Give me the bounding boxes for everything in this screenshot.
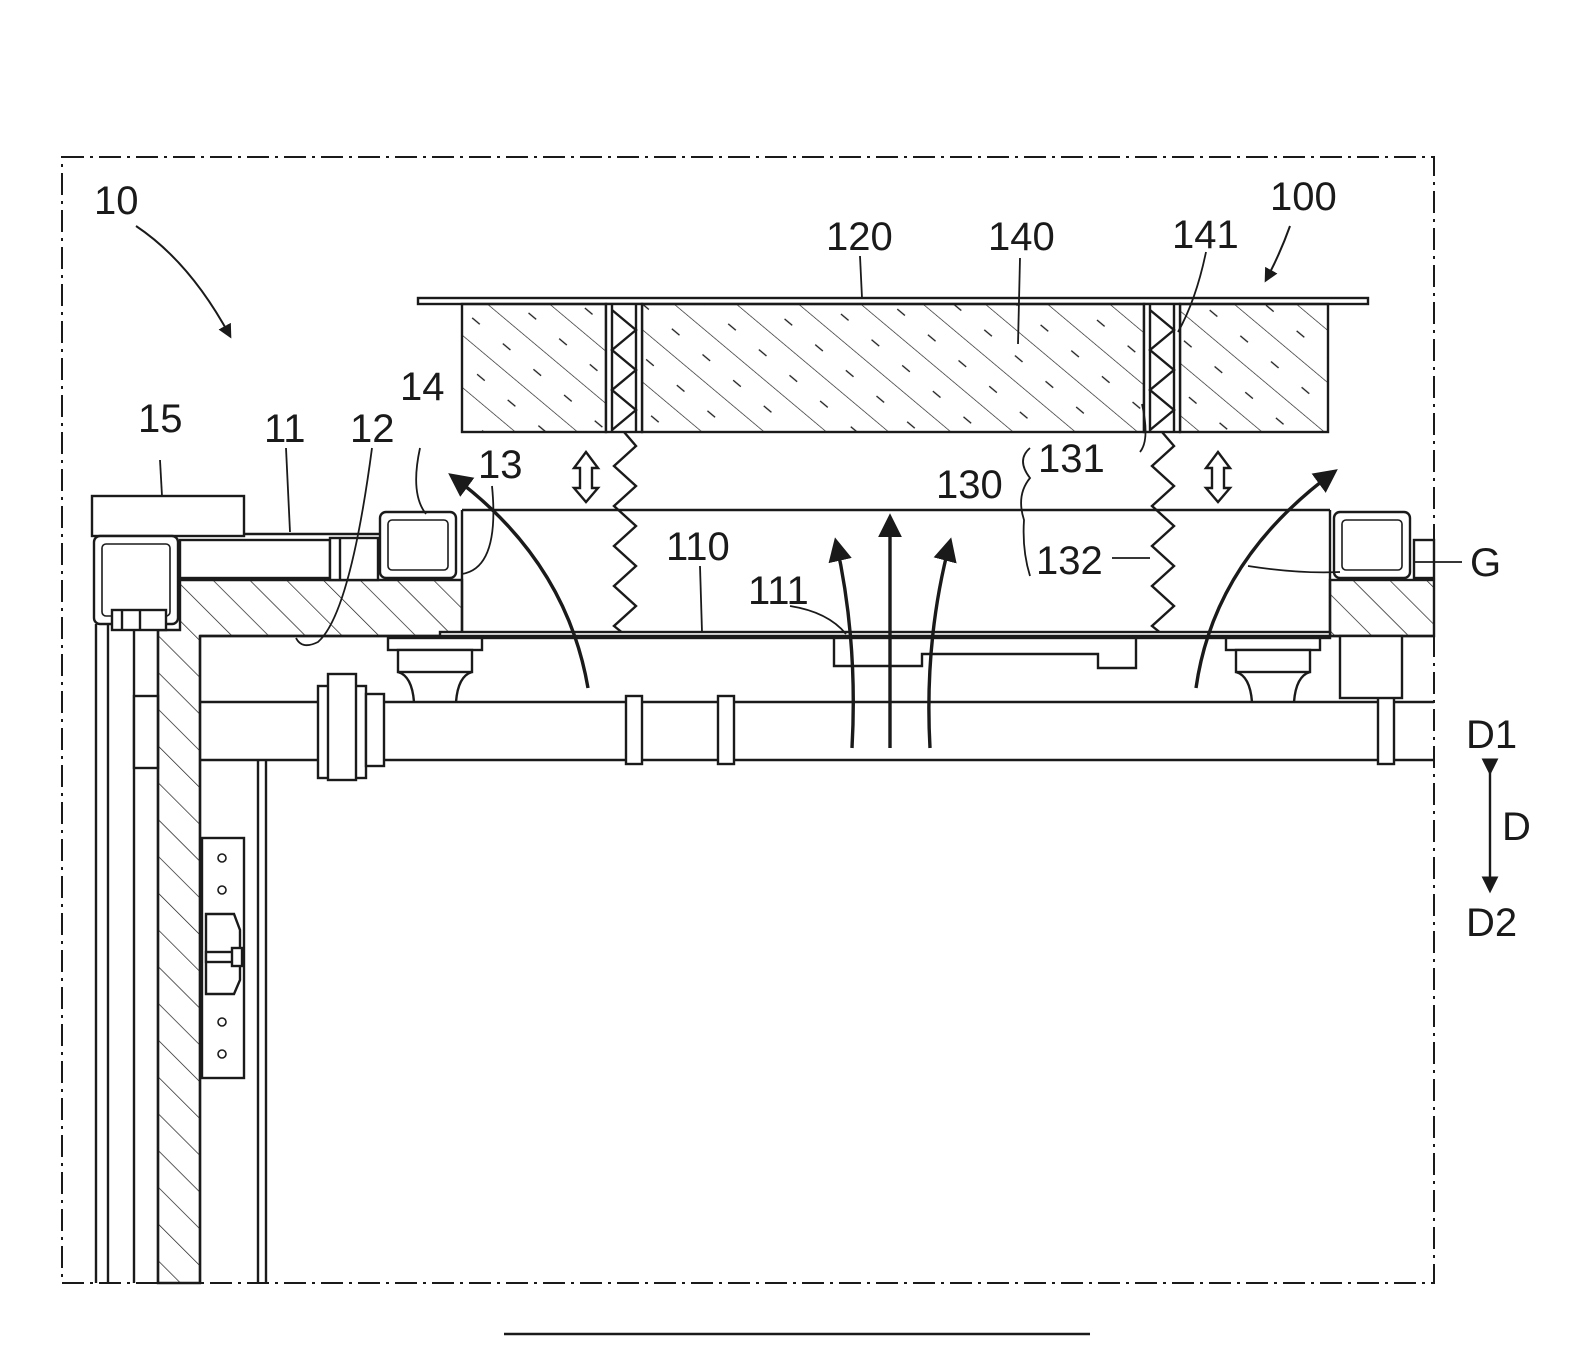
top-module [418, 298, 1368, 432]
duct-11 [180, 540, 330, 578]
label-132: 132 [1036, 539, 1103, 583]
body-140-left [462, 304, 606, 432]
foot-right [1226, 638, 1320, 702]
label-100: 100 [1270, 175, 1337, 219]
airflow-center-left [836, 542, 853, 748]
pipe-clamp-3 [1378, 696, 1394, 764]
spring-left [614, 432, 636, 634]
body-140-right [1180, 304, 1328, 432]
airflow-center-right [929, 542, 950, 748]
label-141: 141 [1172, 213, 1239, 257]
label-140: 140 [988, 215, 1055, 259]
pipe-clamp-2 [718, 696, 734, 764]
move-arrow-left [574, 452, 598, 502]
label-10: 10 [94, 179, 139, 223]
label-131: 131 [1038, 437, 1105, 481]
coupling-12 [330, 538, 378, 580]
move-arrow-right [1206, 452, 1230, 502]
wall-hatched-right [1330, 580, 1434, 636]
label-G: G [1470, 541, 1501, 585]
body-140-center [642, 304, 1144, 432]
foot-left [388, 638, 482, 702]
pipe-clamp-1 [626, 696, 642, 764]
label-D: D [1502, 805, 1531, 849]
label-15: 15 [138, 397, 183, 441]
box-15 [92, 496, 244, 536]
seal-14-left [380, 512, 456, 578]
label-13: 13 [478, 443, 523, 487]
gap-block-G [1414, 540, 1434, 578]
seal-14-right [1334, 512, 1410, 578]
vent-111 [834, 638, 1136, 668]
label-14: 14 [400, 365, 445, 409]
label-111: 111 [748, 569, 809, 613]
label-120: 120 [826, 215, 893, 259]
spring-right [1152, 432, 1174, 634]
label-130: 130 [936, 463, 1003, 507]
label-11: 11 [264, 407, 306, 451]
label-12: 12 [350, 407, 395, 451]
label-D2: D2 [1466, 901, 1517, 945]
label-D1: D1 [1466, 713, 1517, 757]
label-110: 110 [666, 525, 730, 569]
